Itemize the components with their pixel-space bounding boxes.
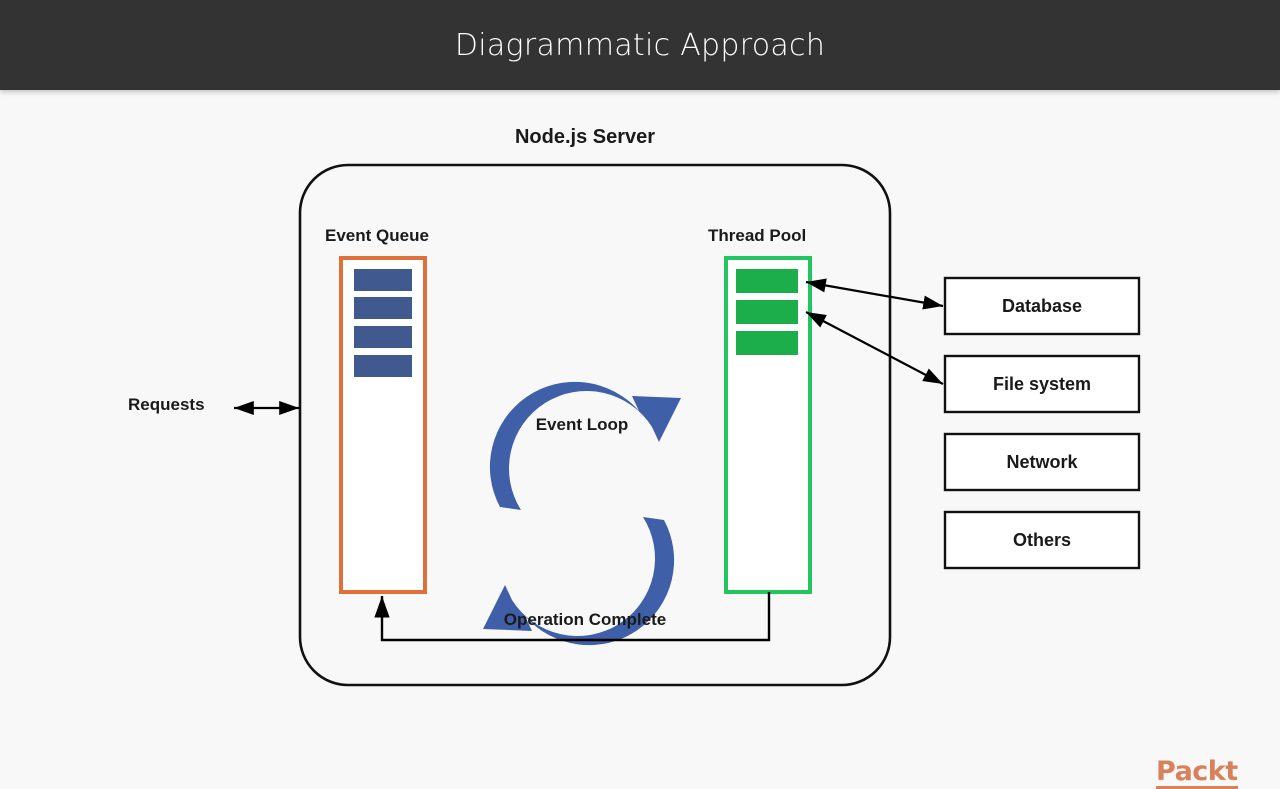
external-box-label-file-system: File system: [992, 373, 1092, 394]
external-box-label-others: Others: [1012, 529, 1072, 550]
event-queue-item: [354, 297, 412, 319]
thread-pool-item: [736, 300, 798, 324]
packt-logo-text: Packt: [1156, 756, 1238, 787]
event-queue-item: [354, 269, 412, 291]
diagram-graphics: [234, 163, 1141, 687]
requests-label: Requests: [128, 395, 205, 414]
threadpool-filesystem-arrow: [805, 311, 944, 385]
external-box-others[interactable]: [943, 510, 1141, 570]
nodejs-server-title: Node.js Server: [514, 126, 656, 148]
page-title: Diagrammatic Approach: [454, 27, 826, 63]
external-box-file-system[interactable]: [943, 354, 1141, 414]
threadpool-database-arrow: [805, 278, 944, 310]
header-bar: Diagrammatic Approach: [0, 0, 1280, 90]
external-box-network[interactable]: [943, 432, 1141, 492]
event-loop-arrows: [483, 381, 681, 646]
thread-pool-item: [736, 269, 798, 293]
event-queue-item: [354, 326, 412, 348]
external-box-database[interactable]: [943, 276, 1141, 336]
event-queue-label: Event Queue: [325, 226, 429, 245]
external-box-label-database: Database: [1001, 295, 1083, 316]
event-queue-item: [354, 355, 412, 377]
external-box-label-network: Network: [1006, 451, 1078, 472]
thread-pool-item: [736, 331, 798, 355]
diagram-canvas: Node.js Server Event Queue Thread Pool E…: [0, 90, 1280, 789]
event-loop-label: Event Loop: [535, 415, 629, 434]
nodejs-server-boundary: [298, 163, 892, 687]
operation-complete-label: Operation Complete: [503, 610, 667, 629]
packt-logo: Packt: [1156, 758, 1238, 789]
operation-complete-arrow: [374, 592, 771, 642]
thread-pool-label: Thread Pool: [708, 226, 807, 245]
